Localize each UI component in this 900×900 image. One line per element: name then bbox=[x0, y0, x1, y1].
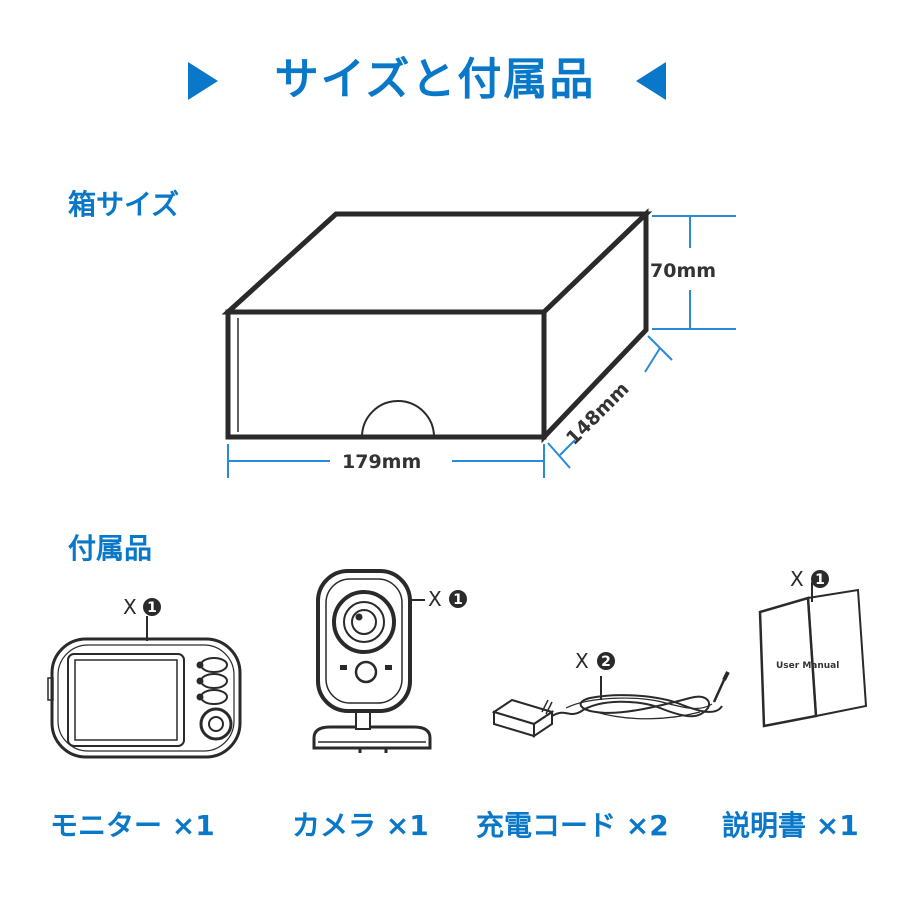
depth-dimension bbox=[547, 335, 673, 469]
height-dimension bbox=[652, 215, 736, 330]
left-triangle-icon bbox=[636, 62, 666, 100]
charger-qty-badge-icon bbox=[597, 652, 615, 670]
monitor-qty-badge-icon bbox=[143, 598, 161, 616]
manual-qty-badge-icon bbox=[811, 570, 829, 588]
camera-qty-prefix: X bbox=[428, 587, 442, 611]
camera-illustration bbox=[312, 569, 432, 753]
charger-label: 充電コード ×2 bbox=[476, 809, 669, 842]
charger-qty-number: 2 bbox=[601, 654, 611, 670]
camera-qty-badge-icon bbox=[449, 590, 467, 608]
manual-qty-number: 1 bbox=[815, 572, 825, 588]
box-drawing bbox=[221, 208, 653, 444]
page-title: サイズと付属品 bbox=[274, 54, 596, 105]
camera-label: カメラ ×1 bbox=[292, 809, 429, 842]
camera-qty-number: 1 bbox=[453, 592, 463, 608]
height-label: 70mm bbox=[650, 260, 716, 282]
title-row: サイズと付属品 bbox=[0, 45, 900, 115]
charger-illustration bbox=[491, 671, 730, 738]
monitor-label: モニター ×1 bbox=[50, 809, 215, 842]
monitor-qty-number: 1 bbox=[147, 600, 157, 616]
manual-label: 説明書 ×1 bbox=[722, 809, 859, 842]
manual-illustration bbox=[758, 582, 868, 728]
accessories-heading: 付属品 bbox=[68, 532, 153, 565]
width-dimension bbox=[227, 444, 545, 478]
right-triangle-icon bbox=[188, 62, 218, 100]
manual-cover-text: User Manual bbox=[776, 661, 839, 671]
monitor-illustration bbox=[47, 616, 242, 759]
charger-qty-prefix: X bbox=[575, 649, 589, 673]
manual-qty-prefix: X bbox=[790, 567, 804, 591]
width-label: 179mm bbox=[342, 451, 421, 473]
box-size-heading: 箱サイズ bbox=[68, 188, 180, 221]
monitor-qty-prefix: X bbox=[123, 595, 137, 619]
